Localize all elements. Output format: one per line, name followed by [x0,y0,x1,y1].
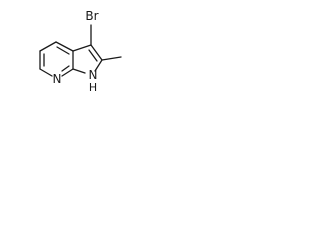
pyrrole-nitrogen-label: N [89,68,98,82]
bond-c5-c4 [39,41,57,52]
bond-c3-c2 [90,44,103,61]
pyrrole-hydrogen-label: H [89,81,97,94]
bond-c2-n1 [94,59,103,72]
molecule-structure-diagram: Br N N H [39,9,122,94]
bond-c7a-n7-inner [61,65,70,72]
bond-c2-methyl [101,56,122,61]
pyridine-nitrogen-label: N [53,72,62,86]
bond-c4-c3a-inner [56,46,70,55]
bond-c3-c2-inner [88,49,98,62]
bond-n7-c6 [39,68,53,77]
bond-c3a-c3 [72,44,92,52]
bond-c7a-n7 [61,68,74,77]
bromine-atom-label: Br [85,9,98,23]
bond-c4-c3a [55,41,74,52]
bond-n1-c7a [72,68,86,74]
